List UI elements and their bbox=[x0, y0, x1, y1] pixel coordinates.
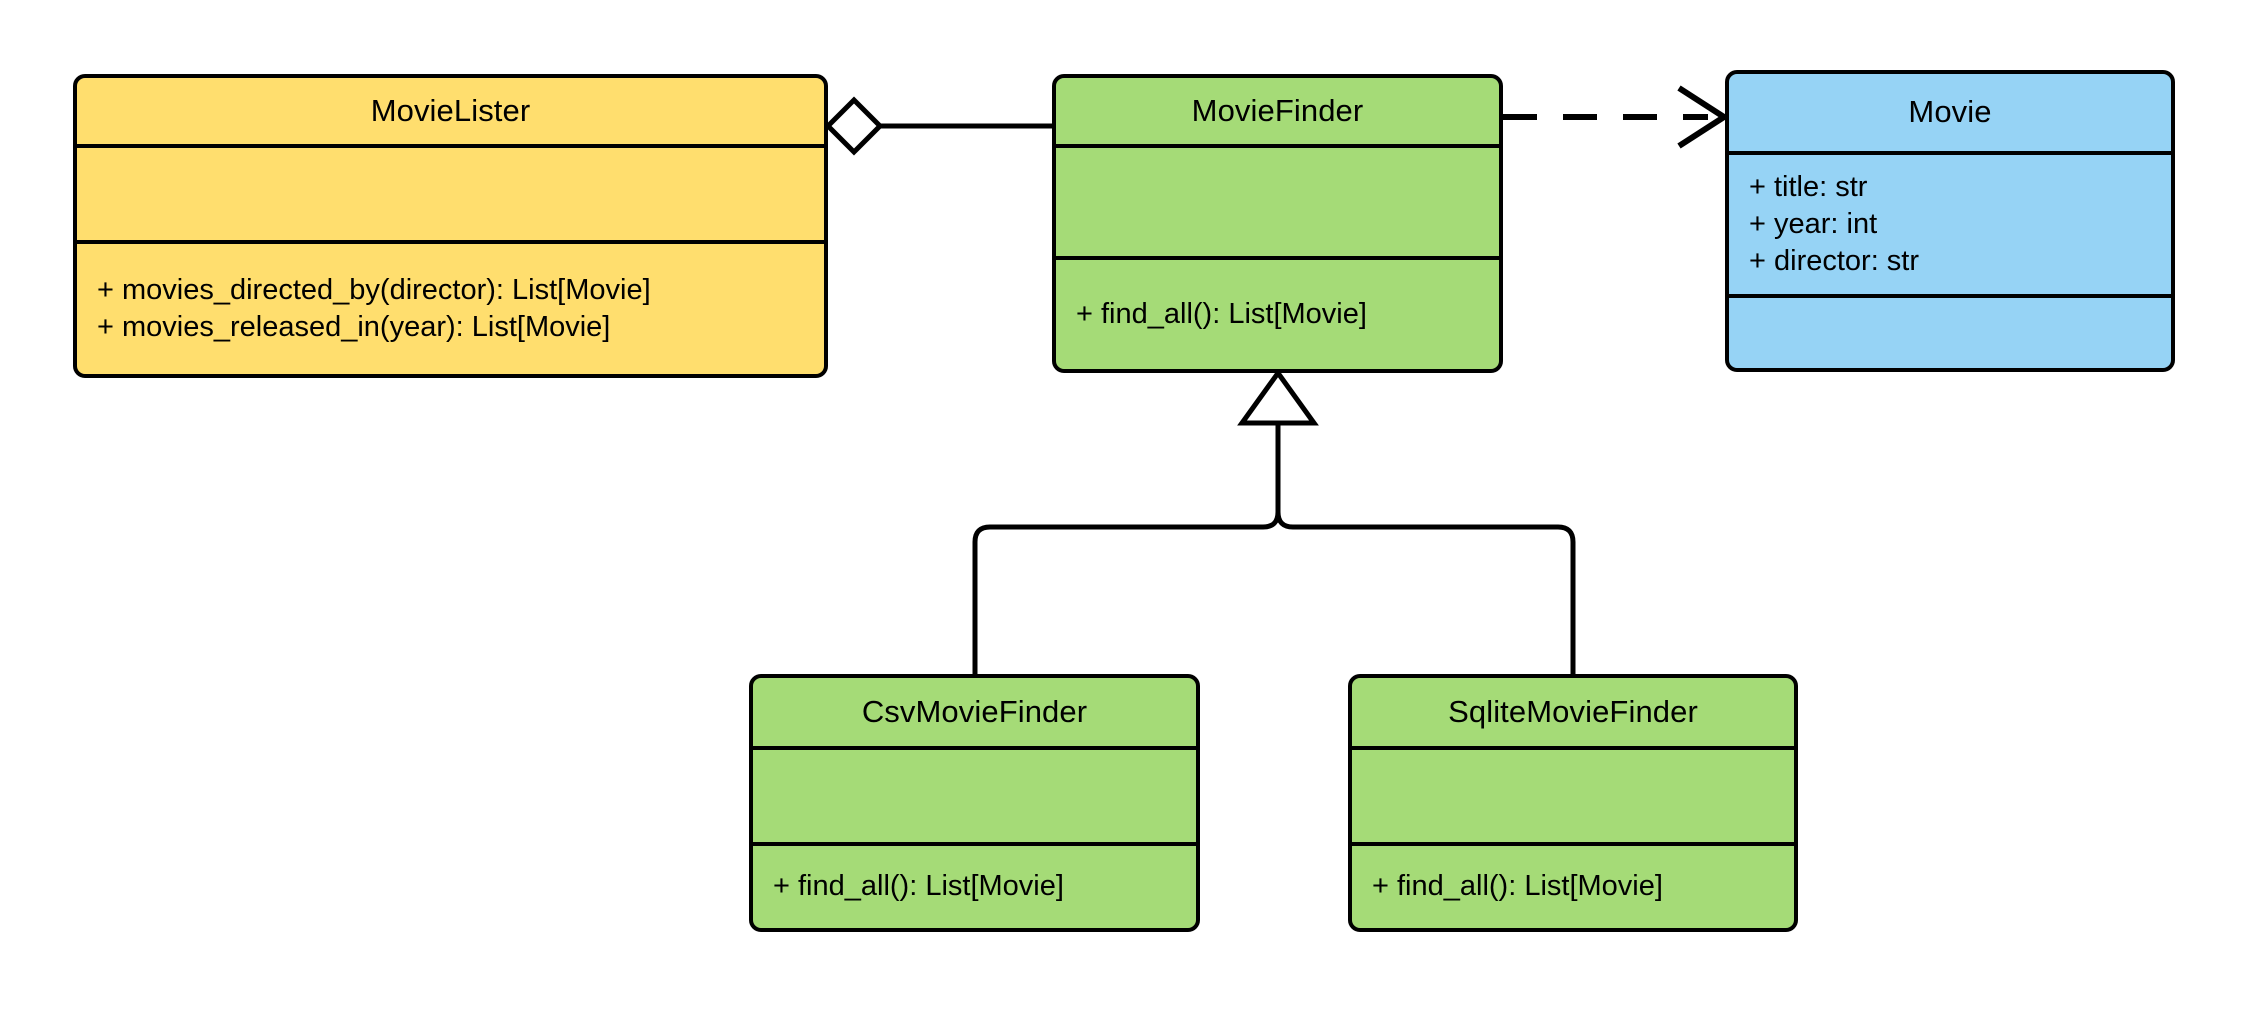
class-box-movie[interactable]: Movie + title: str + year: int + directo… bbox=[1725, 70, 2175, 372]
class-name-label: Movie bbox=[1908, 94, 1992, 130]
class-box-sqlite-movie-finder[interactable]: SqliteMovieFinder + find_all(): List[Mov… bbox=[1348, 674, 1798, 932]
attributes-compartment: + title: str + year: int + director: str bbox=[1729, 151, 2171, 294]
hollow-triangle-icon bbox=[1237, 368, 1319, 426]
class-name-compartment: SqliteMovieFinder bbox=[1352, 678, 1794, 746]
class-box-movie-finder[interactable]: MovieFinder + find_all(): List[Movie] bbox=[1052, 74, 1503, 373]
attribute-line: + title: str bbox=[1749, 170, 1868, 203]
class-name-label: MovieLister bbox=[370, 92, 531, 128]
method-line: + find_all(): List[Movie] bbox=[773, 870, 1064, 903]
aggregation-connector-movielister-moviefinder bbox=[824, 96, 1052, 156]
class-name-compartment: Movie bbox=[1729, 74, 2171, 151]
generalization-branch-csv bbox=[972, 511, 1281, 674]
class-name-compartment: MovieFinder bbox=[1056, 78, 1499, 144]
methods-compartment bbox=[1729, 294, 2171, 368]
class-box-csv-movie-finder[interactable]: CsvMovieFinder + find_all(): List[Movie] bbox=[749, 674, 1200, 932]
class-box-movie-lister[interactable]: MovieLister + movies_directed_by(directo… bbox=[73, 74, 828, 378]
class-name-label: SqliteMovieFinder bbox=[1448, 693, 1698, 729]
attributes-compartment bbox=[753, 746, 1196, 842]
attribute-line: + year: int bbox=[1749, 207, 1878, 240]
class-name-compartment: MovieLister bbox=[77, 78, 824, 144]
method-line: + movies_released_in(year): List[Movie] bbox=[97, 311, 611, 343]
methods-compartment: + find_all(): List[Movie] bbox=[753, 842, 1196, 928]
method-line: + movies_directed_by(director): List[Mov… bbox=[97, 273, 651, 306]
generalization-connector-tree bbox=[972, 368, 1576, 674]
dependency-connector-moviefinder-movie bbox=[1503, 85, 1730, 149]
methods-compartment: + find_all(): List[Movie] bbox=[1352, 842, 1794, 928]
open-arrow-icon bbox=[1677, 85, 1730, 149]
method-line: + find_all(): List[Movie] bbox=[1372, 870, 1663, 903]
attributes-compartment bbox=[77, 144, 824, 240]
hollow-diamond-icon bbox=[824, 96, 884, 156]
methods-compartment: + find_all(): List[Movie] bbox=[1056, 256, 1499, 369]
class-name-label: CsvMovieFinder bbox=[861, 693, 1088, 729]
methods-compartment: + movies_directed_by(director): List[Mov… bbox=[77, 240, 824, 374]
class-name-compartment: CsvMovieFinder bbox=[753, 678, 1196, 746]
generalization-branch-sqlite bbox=[1275, 511, 1576, 674]
method-line: + find_all(): List[Movie] bbox=[1076, 297, 1367, 330]
attribute-line: + director: str bbox=[1749, 245, 1920, 278]
attributes-compartment bbox=[1056, 144, 1499, 256]
attributes-compartment bbox=[1352, 746, 1794, 842]
class-name-label: MovieFinder bbox=[1191, 92, 1364, 128]
